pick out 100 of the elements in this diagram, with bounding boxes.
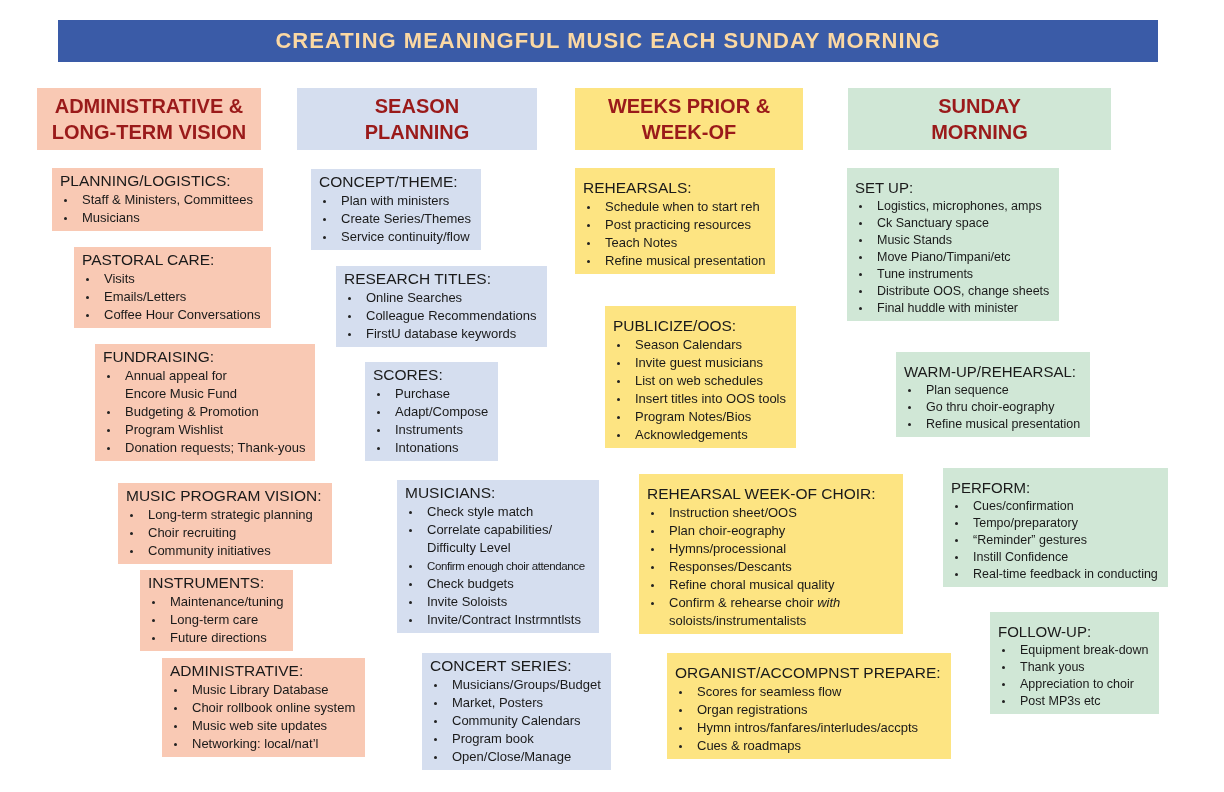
box-heading: SET UP: — [855, 178, 915, 198]
bullet-item: Market, Posters — [430, 694, 601, 712]
bullet-item: Acknowledgements — [613, 426, 786, 444]
bullet-item: Plan with ministers — [319, 192, 472, 210]
category-box — [896, 352, 1091, 437]
category-box — [943, 468, 1168, 587]
column-header: ADMINISTRATIVE & LONG-TERM VISION — [37, 88, 261, 150]
box-heading: MUSICIANS: — [405, 483, 497, 503]
box-heading: CONCEPT/THEME: — [319, 172, 459, 192]
box-heading: ORGANIST/ACCOMPNST PREPARE: — [675, 663, 941, 683]
category-box — [118, 483, 332, 564]
bullet-item: Confirm enough choir attendance — [405, 557, 589, 575]
bullet-item: Cues/confirmation — [951, 498, 1158, 515]
bullet-item: Refine choral musical quality — [647, 576, 893, 594]
bullet-item: Move Piano/Timpani/etc — [855, 249, 1050, 266]
box-heading: REHEARSAL WEEK-OF CHOIR: — [647, 484, 877, 504]
bullet-item: Long-term strategic planning — [126, 506, 322, 524]
bullet-item: Choir rollbook online system — [170, 699, 356, 717]
bullet-item: Final huddle with minister — [855, 300, 1050, 317]
bullet-item: Plan choir-eography — [647, 522, 893, 540]
category-box — [95, 344, 316, 461]
bullet-item: Hymns/processional — [647, 540, 893, 558]
bullet-item: Instruments — [373, 421, 489, 439]
bullet-item: List on web schedules — [613, 372, 786, 390]
bullet-item: Schedule when to start reh — [583, 198, 766, 216]
bullet-item: Check style match — [405, 503, 589, 521]
box-heading: RESEARCH TITLES: — [344, 269, 492, 289]
bullet-item: Musicians/Groups/Budget — [430, 676, 601, 694]
bullet-item: Invite Soloists — [405, 593, 589, 611]
category-box — [74, 247, 271, 328]
category-box — [422, 653, 611, 770]
category-box — [639, 474, 903, 634]
box-heading: PERFORM: — [951, 478, 1032, 498]
category-box — [575, 168, 776, 274]
bullet-item: Instill Confidence — [951, 549, 1158, 566]
bullet-item: Long-term care — [148, 611, 284, 629]
bullet-item: Budgeting & Promotion — [103, 403, 306, 421]
bullet-item: Tune instruments — [855, 266, 1050, 283]
bullet-item: Choir recruiting — [126, 524, 322, 542]
bullet-item: Insert titles into OOS tools — [613, 390, 786, 408]
category-box — [667, 653, 951, 759]
box-heading: PLANNING/LOGISTICS: — [60, 171, 232, 191]
category-box — [336, 266, 547, 347]
box-heading: MUSIC PROGRAM VISION: — [126, 486, 322, 506]
bullet-item: Music Library Database — [170, 681, 356, 699]
bullet-item: Tempo/preparatory — [951, 515, 1158, 532]
box-heading: INSTRUMENTS: — [148, 573, 266, 593]
bullet-item: Organ registrations — [675, 701, 941, 719]
box-heading: PASTORAL CARE: — [82, 250, 216, 270]
bullet-item: Responses/Descants — [647, 558, 893, 576]
bullet-item: Future directions — [148, 629, 284, 647]
category-box — [605, 306, 796, 448]
category-box — [847, 168, 1060, 321]
category-box — [365, 362, 499, 461]
bullet-item: Create Series/Themes — [319, 210, 472, 228]
box-heading: WARM-UP/REHEARSAL: — [904, 362, 1077, 382]
bullet-item: Check budgets — [405, 575, 589, 593]
category-box — [162, 658, 366, 757]
bullet-item: Go thru choir-eography — [904, 399, 1081, 416]
bullet-item: Music web site updates — [170, 717, 356, 735]
category-box — [311, 169, 482, 250]
bullet-item: Musicians — [60, 209, 253, 227]
bullet-item: Coffee Hour Conversations — [82, 306, 261, 324]
title-banner: CREATING MEANINGFUL MUSIC EACH SUNDAY MORNING — [58, 20, 1158, 62]
bullet-item: Program Notes/Bios — [613, 408, 786, 426]
bullet-item: Open/Close/Manage — [430, 748, 601, 766]
bullet-item: Scores for seamless flow — [675, 683, 941, 701]
bullet-item: Ck Sanctuary space — [855, 215, 1050, 232]
bullet-item: Service continuity/flow — [319, 228, 472, 246]
box-heading: REHEARSALS: — [583, 178, 693, 198]
bullet-item: Donation requests; Thank-yous — [103, 439, 306, 457]
column-header: WEEKS PRIOR & WEEK-OF — [575, 88, 803, 150]
bullet-item: Community initiatives — [126, 542, 322, 560]
bullet-item: Logistics, microphones, amps — [855, 198, 1050, 215]
bullet-item: Confirm & rehearse choir with soloists/instrumentalists — [647, 594, 893, 630]
box-heading: ADMINISTRATIVE: — [170, 661, 305, 681]
bullet-item: Colleague Recommendations — [344, 307, 537, 325]
bullet-item: Networking: local/nat’l — [170, 735, 356, 753]
bullet-item: Refine musical presentation — [583, 252, 766, 270]
bullet-item: Online Searches — [344, 289, 537, 307]
bullet-item: Intonations — [373, 439, 489, 457]
bullet-item: Equipment break-down — [998, 642, 1149, 659]
bullet-item: Correlate capabilities/ Difficulty Level — [405, 521, 589, 557]
category-box — [140, 570, 294, 651]
bullet-item: Staff & Ministers, Committees — [60, 191, 253, 209]
bullet-item: Post MP3s etc — [998, 693, 1149, 710]
bullet-item: Purchase — [373, 385, 489, 403]
bullet-item: Post practicing resources — [583, 216, 766, 234]
bullet-item: Distribute OOS, change sheets — [855, 283, 1050, 300]
bullet-item: Teach Notes — [583, 234, 766, 252]
bullet-item: Music Stands — [855, 232, 1050, 249]
bullet-item: Cues & roadmaps — [675, 737, 941, 755]
bullet-item: “Reminder” gestures — [951, 532, 1158, 549]
bullet-item: Plan sequence — [904, 382, 1081, 399]
box-heading: FUNDRAISING: — [103, 347, 216, 367]
column-header: SEASON PLANNING — [297, 88, 537, 150]
bullet-item: Thank yous — [998, 659, 1149, 676]
category-box — [52, 168, 263, 231]
bullet-item: Refine musical presentation — [904, 416, 1081, 433]
box-heading: PUBLICIZE/OOS: — [613, 316, 738, 336]
